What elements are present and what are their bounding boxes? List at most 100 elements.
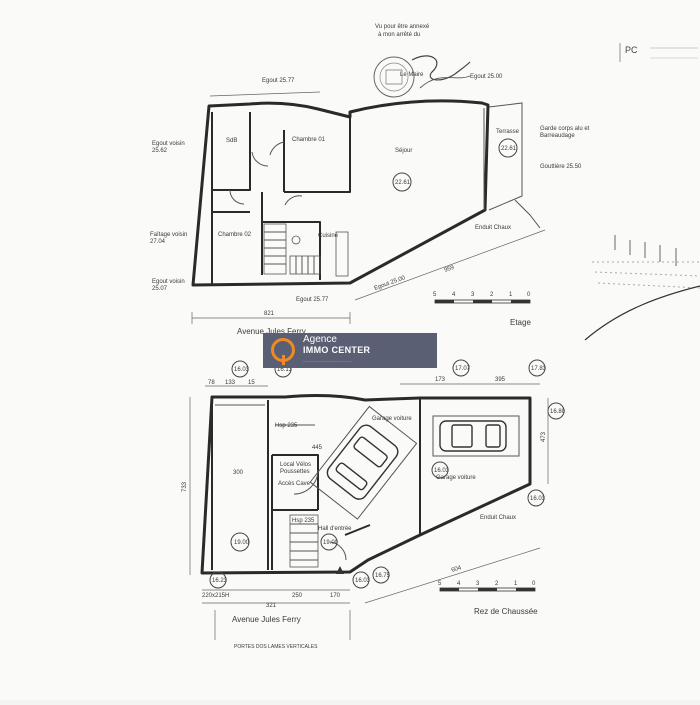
rdc-plan: Hsp 235 Garage voiture Garage voiture Lo… bbox=[182, 359, 566, 650]
dim-etage-bottom: 821 bbox=[264, 311, 275, 317]
level-c8: 19.00 bbox=[234, 540, 250, 546]
room-garage-1: Garage voiture bbox=[372, 416, 412, 422]
rdc-scale-bar bbox=[439, 587, 536, 592]
etage-title: Etage bbox=[510, 318, 531, 327]
rdc-note-bottom: PORTES DOS LAMES VERTICALES bbox=[234, 644, 318, 650]
level-marker-terrasse bbox=[498, 138, 518, 158]
note-enduit-rdc: Enduit Chaux bbox=[480, 515, 516, 521]
kitchen-counter bbox=[335, 231, 349, 277]
scale-etage-3: 3 bbox=[471, 292, 475, 298]
note-faitage-voisin-level: 27.04 bbox=[150, 239, 166, 245]
mairie-seal bbox=[373, 55, 471, 98]
room-sdb: SdB bbox=[226, 138, 237, 144]
level-c2: 16.13 bbox=[277, 367, 293, 373]
level-c5: 16.80 bbox=[550, 409, 566, 415]
note-egout-bottom: Egout 25.77 bbox=[296, 297, 329, 303]
etage-plan: 22.61 22.61 SdB Chambre 01 Chambre 02 Sé… bbox=[150, 74, 590, 336]
agency-logo-banner: Agence IMMO CENTER ---------------------… bbox=[263, 333, 437, 368]
room-hsp-2: Hsp 235 bbox=[292, 518, 315, 524]
level-c7: 16.03 bbox=[530, 496, 546, 502]
scale-etage-0: 0 bbox=[527, 292, 531, 298]
etage-street-label: Avenue Jules Ferry bbox=[237, 327, 306, 336]
level-c3: 17.07 bbox=[455, 366, 471, 372]
stamp-signature: Le Maire bbox=[400, 72, 424, 78]
etage-scale-bar bbox=[434, 299, 531, 304]
note-egout-voisin-2-level: 25.07 bbox=[152, 286, 168, 292]
logo-line-1: Agence bbox=[303, 333, 337, 345]
etage-partitions bbox=[211, 112, 351, 285]
scale-rdc-5: 5 bbox=[438, 581, 442, 587]
scale-etage-1: 1 bbox=[509, 292, 513, 298]
level-marker-sejour bbox=[392, 172, 412, 192]
pc-label: PC bbox=[625, 45, 638, 55]
dim-inner-445: 445 bbox=[312, 445, 323, 451]
dim-250: 250 bbox=[292, 593, 303, 599]
dim-etage-right: 959 bbox=[444, 265, 456, 274]
level-c6: 16.03 bbox=[434, 468, 450, 474]
scale-etage-5: 5 bbox=[433, 292, 437, 298]
dim-170: 170 bbox=[330, 593, 341, 599]
room-hall: Hall d'entrée bbox=[318, 526, 352, 532]
level-c4: 17.83 bbox=[531, 366, 547, 372]
dim-inner-300: 300 bbox=[233, 470, 244, 476]
room-chambre-01: Chambre 01 bbox=[292, 137, 326, 143]
note-egout-top: Egout 25.77 bbox=[262, 78, 295, 84]
scale-rdc-3: 3 bbox=[476, 581, 480, 587]
scale-rdc-1: 1 bbox=[514, 581, 518, 587]
level-c9: 19.00 bbox=[323, 540, 339, 546]
note-faitage-voisin: Faîtage voisin bbox=[150, 232, 187, 238]
dim-line-diagonal bbox=[354, 229, 546, 301]
room-terrasse: Terrasse bbox=[496, 129, 520, 135]
stamp-line-2: à mon arrêté du bbox=[378, 32, 420, 38]
dim-bottom-diag: 604 bbox=[451, 565, 463, 574]
note-garde-corps: Garde corps alu et bbox=[540, 126, 590, 132]
note-egout-voisin-2: Egout voisin bbox=[152, 279, 185, 285]
washbasin-icon bbox=[291, 235, 301, 245]
dim-right: 473 bbox=[541, 431, 547, 442]
note-egout-right: Egout 25.00 bbox=[470, 74, 503, 80]
note-egout-bottom-right: Egout 25.00 bbox=[374, 275, 407, 292]
level-c10: 16.23 bbox=[212, 578, 228, 584]
margin-scribbles bbox=[584, 235, 700, 341]
rdc-stair bbox=[289, 469, 347, 568]
dim-left: 733 bbox=[182, 481, 188, 492]
note-egout-voisin-1-level: 25.62 bbox=[152, 148, 168, 154]
note-gouttiere: Gouttière 25.50 bbox=[540, 164, 582, 170]
rdc-street-label: Avenue Jules Ferry bbox=[232, 615, 301, 624]
dim-top-d: 173 bbox=[435, 377, 446, 383]
logo-tagline: ----------------------------- bbox=[303, 358, 352, 365]
logo-line-2: IMMO CENTER bbox=[303, 344, 371, 355]
scale-etage-2: 2 bbox=[490, 292, 494, 298]
rdc-title: Rez de Chaussée bbox=[474, 607, 538, 616]
dim-top-e: 395 bbox=[495, 377, 506, 383]
etage-terrace-outline bbox=[483, 102, 523, 211]
etage-stair bbox=[263, 223, 321, 275]
note-egout-voisin-1: Egout voisin bbox=[152, 141, 185, 147]
scale-rdc-2: 2 bbox=[495, 581, 499, 587]
dim-top-a: 78 bbox=[208, 380, 215, 386]
rdc-partitions bbox=[211, 398, 421, 570]
rdc-level-markers bbox=[209, 359, 565, 589]
rdc-outer-walls bbox=[200, 394, 532, 575]
note-barreaudage: Barreaudage bbox=[540, 133, 575, 139]
level-c12: 16.75 bbox=[375, 573, 391, 579]
garage-car-1 bbox=[309, 405, 418, 520]
level-c11: 16.03 bbox=[355, 578, 371, 584]
room-cuisine: Cuisine bbox=[318, 233, 339, 239]
stamp-line-1: Vu pour être annexé bbox=[375, 24, 430, 30]
room-sejour: Séjour bbox=[395, 148, 412, 154]
scale-etage-4: 4 bbox=[452, 292, 456, 298]
level-c1: 16.03 bbox=[234, 367, 250, 373]
room-acces-cave: Accès Cave bbox=[278, 481, 311, 487]
scale-rdc-4: 4 bbox=[457, 581, 461, 587]
room-poussettes: Poussettes bbox=[280, 469, 310, 475]
location-pin-icon bbox=[271, 338, 295, 365]
dim-top-b: 133 bbox=[225, 380, 236, 386]
room-garage-2: Garage voiture bbox=[436, 475, 476, 481]
room-local-velos: Local Vélos bbox=[280, 462, 311, 468]
level-terrasse: 22.61 bbox=[501, 146, 517, 152]
etage-outer-walls bbox=[191, 99, 490, 287]
garage-car-2 bbox=[432, 415, 520, 457]
